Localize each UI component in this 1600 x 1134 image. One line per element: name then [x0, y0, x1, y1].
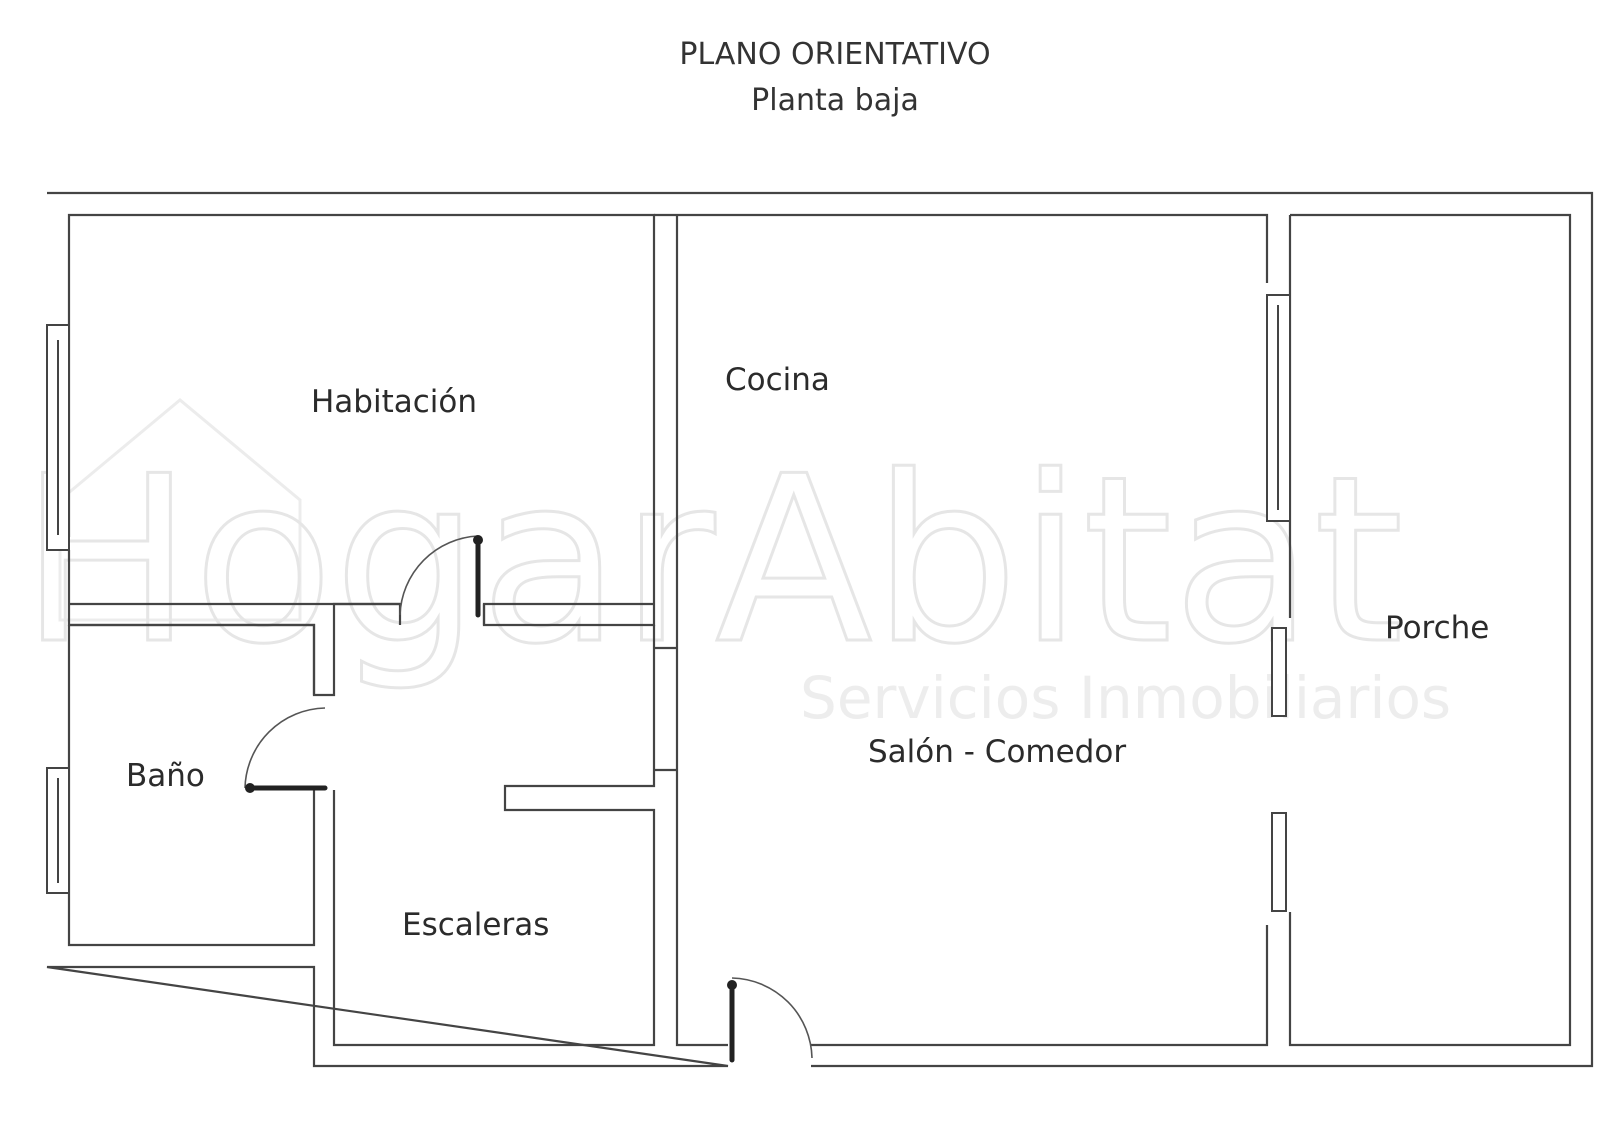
door-bano-swing	[244, 707, 326, 789]
watermark-brand: HogarAbitat	[20, 428, 1404, 695]
door-habitacion-hinge	[473, 535, 483, 545]
sliding-door-upper	[1271, 627, 1287, 717]
outer-wall	[46, 191, 1594, 1068]
watermark-tagline: Servicios Inmobiliarios	[800, 664, 1451, 732]
bano-inner-wall	[332, 625, 656, 1047]
room-label-porche: Porche	[1385, 610, 1489, 646]
partition-wall	[654, 213, 677, 772]
door-entrance-swing	[731, 977, 813, 1059]
room-label-escaleras: Escaleras	[402, 907, 549, 943]
plan-title: PLANO ORIENTATIVO	[679, 37, 990, 72]
room-label-habitacion: Habitación	[311, 384, 477, 420]
room-label-cocina: Cocina	[725, 362, 830, 398]
plan-subtitle: Planta baja	[751, 83, 919, 118]
watermark-house-icon	[58, 398, 302, 622]
door-bano-hinge	[245, 783, 255, 793]
room-label-bano: Baño	[126, 758, 205, 794]
room-label-salon: Salón - Comedor	[868, 734, 1126, 770]
habitacion-lower-wall	[69, 602, 654, 625]
door-habitacion-swing	[399, 535, 479, 616]
watermark: HogarAbitat Servicios Inmobiliarios	[19, 398, 1451, 732]
door-entrance-hinge	[727, 980, 737, 990]
salon-walls	[675, 213, 1269, 1047]
sliding-door-lower	[1271, 812, 1287, 912]
